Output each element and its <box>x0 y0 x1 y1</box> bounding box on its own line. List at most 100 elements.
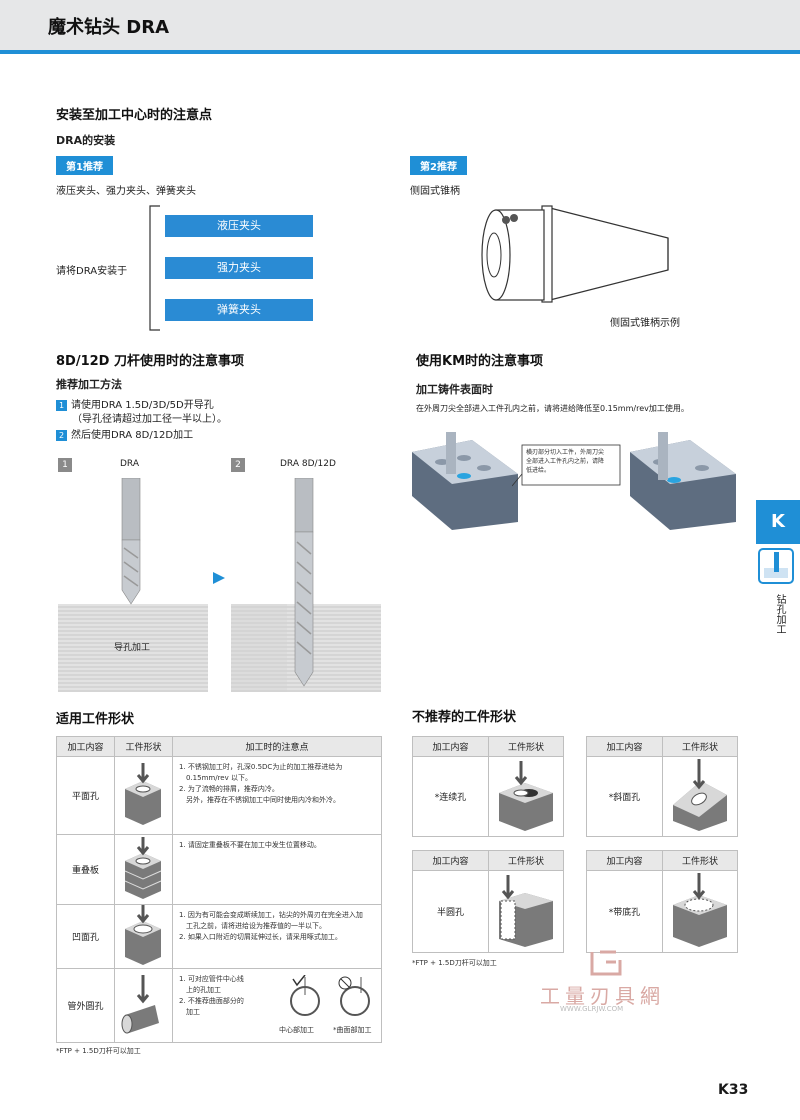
km-cast-surface-figure-right <box>630 432 736 530</box>
note-line: 2. 如果入口附近的切屑延伸过长，请采用啄式加工。 <box>179 933 342 941</box>
fig2-number: 2 <box>231 458 245 472</box>
callout-line-3: 低进给。 <box>526 467 551 474</box>
bracket <box>149 205 160 331</box>
fig2-label: DRA 8D/12D <box>280 459 336 469</box>
rec1-badge: 第1推荐 <box>56 156 113 175</box>
shape-continuous-hole <box>488 756 564 837</box>
table-row: 凹面孔 1. 因为有可能会变成断续加工，钻尖的外周刃在完全进入加 工孔之前，请将… <box>56 904 382 969</box>
row-name: 管外圆孔 <box>56 968 115 1043</box>
suitable-title: 适用工件形状 <box>56 712 135 727</box>
item-continuous-hole: *连续孔 <box>412 756 489 837</box>
page-title: 魔术钻头 DRA <box>48 17 169 38</box>
col-header-content: 加工内容 <box>412 850 489 871</box>
shape-bottomed-hole <box>662 870 738 953</box>
shape-inclined-hole <box>662 756 738 837</box>
unsuitable-table-inclined: 加工内容工件形状 *斜面孔 <box>586 736 738 837</box>
km-callout-text: 横刃部分切入工件，外周刀尖 全部进入工件孔内之前，请降 低进给。 <box>526 448 604 475</box>
note-line: 1. 不锈钢加工时，孔深0.5DC为止的加工推荐进给为 <box>179 763 343 771</box>
header-accent-line <box>0 50 800 54</box>
shape-pipe <box>114 968 173 1043</box>
note-line: 上的孔加工 <box>179 986 221 994</box>
unsuitable-table-half: 加工内容工件形状 半圆孔 <box>412 850 564 953</box>
shape-flat-hole <box>114 756 173 835</box>
note-line: 1. 可对应管件中心线 <box>179 975 244 983</box>
row-name: 凹面孔 <box>56 904 115 969</box>
suitable-table: 加工内容 工件形状 加工时的注意点 平面孔 1. 不锈钢加工时，孔深0.5DC为… <box>56 736 382 1043</box>
fig-label-curved: *曲面部加工 <box>333 1026 372 1034</box>
install-subtitle: DRA的安装 <box>56 134 116 147</box>
col-header-content: 加工内容 <box>412 736 489 757</box>
rec2-caption: 侧固式锥柄示例 <box>610 318 680 329</box>
watermark-text: 工量刃具網 <box>540 984 665 1008</box>
shape-concave-hole <box>114 904 173 969</box>
callout-line-2: 全部进入工件孔内之前，请降 <box>526 458 605 465</box>
row-notes: 1. 因为有可能会变成断续加工，钻尖的外周刃在完全进入加 工孔之前，请将进给设为… <box>172 904 382 969</box>
note-line: 2. 为了流畅的排屑，推荐内冷。 <box>179 785 279 793</box>
option-collet-chuck: 弹簧夹头 <box>165 299 313 321</box>
shape-half-hole <box>488 870 564 953</box>
concave-hole-icon <box>125 905 161 965</box>
col-header-shape: 工件形状 <box>662 850 738 871</box>
drill-glyph <box>764 552 788 578</box>
rec1-lead: 请将DRA安装于 <box>56 266 128 277</box>
unsuitable-title: 不推荐的工件形状 <box>412 710 517 725</box>
row-name: 平面孔 <box>56 756 115 835</box>
col-header-shape: 工件形状 <box>488 736 564 757</box>
side-lock-holder-figure <box>481 205 669 303</box>
item-half-hole: 半圆孔 <box>412 870 489 953</box>
note-line: 2. 不推荐曲面部分的 <box>179 997 244 1005</box>
col-header-content: 加工内容 <box>586 736 663 757</box>
fig-label-center: 中心部加工 <box>279 1026 314 1034</box>
unsuitable-table-continuous: 加工内容工件形状 *连续孔 <box>412 736 564 837</box>
note-line: 0.15mm/rev 以下。 <box>179 774 252 782</box>
install-title: 安装至加工中心时的注意点 <box>56 108 213 123</box>
row-notes: 1. 可对应管件中心线 上的孔加工 2. 不推荐曲面部分的 加工 中心部加工 *… <box>172 968 382 1043</box>
fig1-label: DRA <box>120 459 139 469</box>
section-tab-k[interactable]: K <box>756 500 800 544</box>
pilot-hole-figure <box>58 478 208 692</box>
page-header <box>0 0 800 50</box>
page-number: K33 <box>718 1082 749 1098</box>
note-line: 加工 <box>179 1008 200 1016</box>
table-row: 重叠板 1. 请固定重叠板不要在加工中发生位置移动。 <box>56 834 382 905</box>
row-notes: 1. 请固定重叠板不要在加工中发生位置移动。 <box>172 834 382 905</box>
shank-method: 推荐加工方法 <box>56 378 122 391</box>
arrow-right-icon <box>213 572 225 584</box>
col-header-notes: 加工时的注意点 <box>172 736 382 757</box>
inclined-hole-icon <box>673 759 727 831</box>
km-cast-surface-figure-left <box>412 432 518 530</box>
item-bottomed-hole: *带底孔 <box>586 870 663 953</box>
km-callout-box <box>512 444 621 487</box>
drilling-icon <box>758 548 794 584</box>
col-header-content: 加工内容 <box>586 850 663 871</box>
table-row: 管外圆孔 1. 可对应管件中心线 上的孔加工 2. 不推荐曲面部分的 加工 中心… <box>56 968 382 1043</box>
item-inclined-hole: *斜面孔 <box>586 756 663 837</box>
fig1-caption: 导孔加工 <box>114 643 151 653</box>
option-hydraulic-chuck: 液压夹头 <box>165 215 313 237</box>
note-line: 工孔之前，请将进给设为推荐值的一半以下。 <box>179 922 326 930</box>
flat-hole-icon <box>125 763 161 825</box>
km-title: 使用KM时的注意事项 <box>416 354 544 369</box>
km-desc: 在外周刀尖全部进入工件孔内之前，请将进给降低至0.15mm/rev加工使用。 <box>416 404 689 413</box>
suitable-footnote: *FTP + 1.5D刀杆可以加工 <box>56 1047 141 1055</box>
col-header-shape: 工件形状 <box>488 850 564 871</box>
stacked-plates-icon <box>124 837 162 899</box>
row-notes: 1. 不锈钢加工时，孔深0.5DC为止的加工推荐进给为 0.15mm/rev 以… <box>172 756 382 835</box>
shape-stacked-plates <box>114 834 173 905</box>
shank-title: 8D/12D 刀杆使用时的注意事项 <box>56 354 244 369</box>
long-drill-figure <box>231 478 381 692</box>
col-header-content: 加工内容 <box>56 736 115 757</box>
step-1-text: 请使用DRA 1.5D/3D/5D开导孔 <box>71 400 214 411</box>
watermark-url: WWW.GLRJW.COM <box>560 1005 624 1013</box>
pipe-position-figure <box>290 975 370 1016</box>
row-name: 重叠板 <box>56 834 115 905</box>
note-line: 另外，推荐在不锈钢加工中同时使用内冷和外冷。 <box>179 796 340 804</box>
step-2-text: 然后使用DRA 8D/12D加工 <box>71 430 194 441</box>
rec2-desc: 侧固式锥柄 <box>410 186 460 197</box>
table-row: 平面孔 1. 不锈钢加工时，孔深0.5DC为止的加工推荐进给为 0.15mm/r… <box>56 756 382 835</box>
unsuitable-table-bottomed: 加工内容工件形状 *带底孔 <box>586 850 738 953</box>
option-power-chuck: 强力夹头 <box>165 257 313 279</box>
pipe-icon <box>121 975 159 1034</box>
km-subtitle: 加工铸件表面时 <box>416 383 493 396</box>
